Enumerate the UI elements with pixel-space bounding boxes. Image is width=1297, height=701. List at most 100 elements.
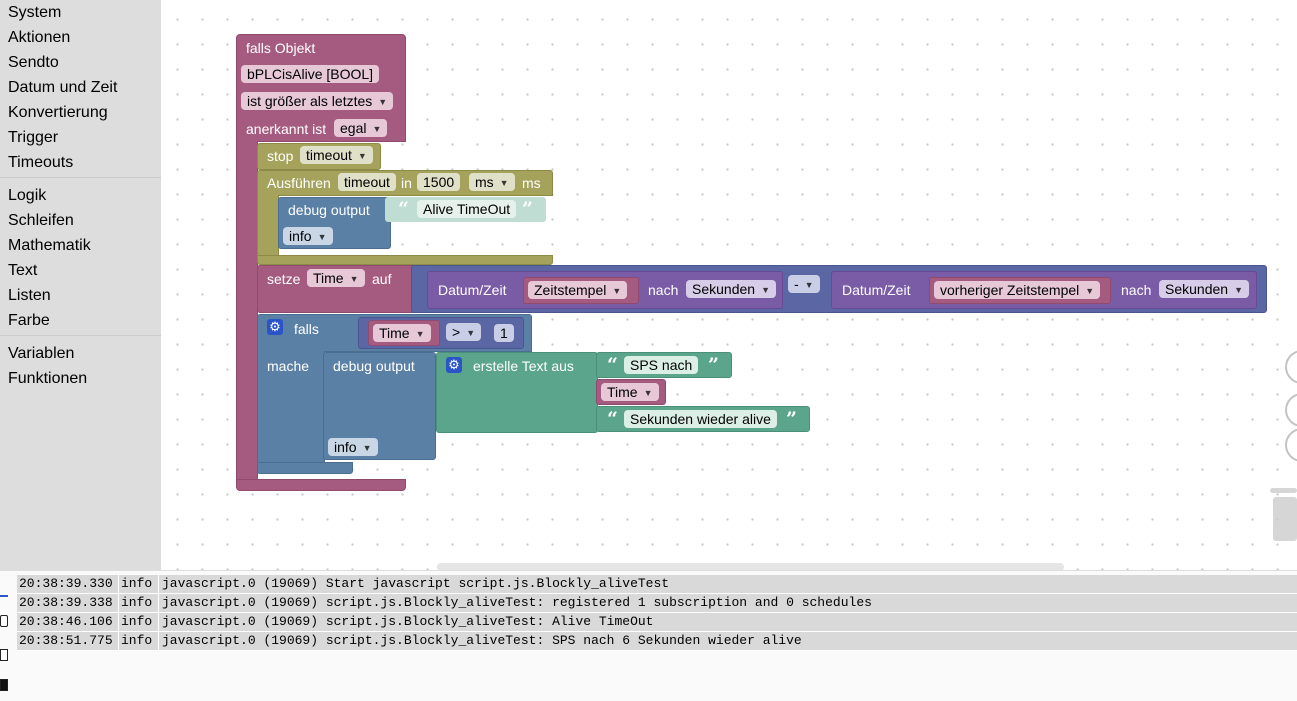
if-block-body [257, 351, 325, 466]
log-panel: 20:38:39.330 info javascript.0 (19069) S… [0, 570, 1297, 701]
set-variable-dropdown[interactable]: Time▼ [307, 269, 365, 287]
category-konvertierung[interactable]: Konvertierung [8, 104, 108, 121]
zoom-reset-icon[interactable] [1285, 350, 1297, 384]
workspace-horizontal-scrollbar[interactable] [437, 563, 1064, 571]
text-alive-timeout-field[interactable]: Alive TimeOut [417, 200, 517, 218]
category-schleifen[interactable]: Schleifen [8, 212, 74, 229]
log-time: 20:38:51.775 [19, 633, 113, 648]
log-level: info [118, 613, 152, 631]
datetime-left-after: nach [648, 282, 679, 298]
log-message: javascript.0 (19069) Start javascript sc… [158, 575, 669, 593]
math-operator-dropdown[interactable]: -▼ [788, 275, 820, 293]
log-pause-icon[interactable] [0, 679, 8, 691]
toolbox-separator [0, 177, 161, 178]
datetime-right-unit-dropdown[interactable]: Sekunden▼ [1159, 280, 1249, 298]
category-text[interactable]: Text [8, 262, 38, 279]
trigger-condition-dropdown[interactable]: ist größer als letztes▼ [241, 92, 394, 110]
set-label: setze [267, 271, 301, 287]
datetime-left-unit-dropdown[interactable]: Sekunden▼ [686, 280, 776, 298]
log-message: javascript.0 (19069) script.js.Blockly_a… [158, 632, 802, 650]
log-level: info [118, 575, 152, 593]
gear-icon[interactable]: ⚙ [267, 319, 283, 335]
blockly-workspace[interactable]: falls Objekt bPLCisAlive [BOOL] ist größ… [161, 0, 1297, 570]
join-text-block[interactable] [436, 352, 598, 433]
log-delete-icon[interactable] [0, 615, 8, 627]
close-quote-icon: ” [708, 354, 719, 376]
if-label: falls [294, 321, 319, 337]
open-quote-icon: “ [607, 408, 618, 430]
log-link-icon[interactable] [0, 585, 8, 597]
blockly-toolbox: System Aktionen Sendto Datum und Zeit Ko… [0, 0, 161, 570]
log-time: 20:38:46.106 [19, 614, 113, 629]
trigger-ack-dropdown[interactable]: egal▼ [334, 119, 388, 137]
timestamp-dropdown[interactable]: Zeitstempel▼ [528, 281, 628, 299]
category-system[interactable]: System [8, 4, 62, 21]
run-in-label: in [401, 175, 412, 191]
if-block-footer [257, 462, 353, 474]
trigger-ack-label: anerkannt ist [246, 121, 327, 137]
trigger-title: falls Objekt [246, 40, 316, 56]
compare-number-field[interactable]: 1 [494, 324, 514, 342]
log-message: javascript.0 (19069) script.js.Blockly_a… [158, 613, 653, 631]
category-mathematik[interactable]: Mathematik [8, 237, 91, 254]
run-timeout-name-field[interactable]: timeout [338, 173, 396, 191]
set-to-label: auf [372, 271, 392, 287]
log-row: 20:38:51.775 info javascript.0 (19069) s… [17, 632, 1297, 651]
run-label: Ausführen [267, 175, 331, 191]
join-variable-dropdown[interactable]: Time▼ [601, 383, 659, 401]
log-level: info [118, 632, 152, 650]
datetime-right-after: nach [1121, 282, 1152, 298]
log-time: 20:38:39.330 [19, 576, 113, 591]
run-timeout-spine [257, 195, 279, 257]
stop-timeout-dropdown[interactable]: timeout▼ [300, 146, 373, 164]
category-datum-und-zeit[interactable]: Datum und Zeit [8, 79, 118, 96]
log-row: 20:38:46.106 info javascript.0 (19069) s… [17, 613, 1297, 632]
debug1-level-dropdown[interactable]: info▼ [283, 227, 333, 245]
trigger-block-spine [236, 141, 258, 481]
category-funktionen[interactable]: Funktionen [8, 370, 88, 387]
category-sendto[interactable]: Sendto [8, 54, 59, 71]
gear-icon[interactable]: ⚙ [446, 357, 462, 373]
debug1-label: debug output [288, 202, 370, 218]
close-quote-icon: ” [522, 198, 533, 220]
toolbox-separator [0, 335, 161, 336]
run-unit-dropdown[interactable]: ms▼ [469, 173, 515, 191]
stop-label: stop [267, 148, 294, 164]
datetime-left-label: Datum/Zeit [438, 282, 507, 298]
category-variablen[interactable]: Variablen [8, 345, 75, 362]
join-text-label: erstelle Text aus [473, 358, 574, 374]
compare-variable-dropdown[interactable]: Time▼ [373, 324, 431, 342]
log-time: 20:38:39.338 [19, 595, 113, 610]
log-message: javascript.0 (19069) script.js.Blockly_a… [158, 594, 872, 612]
log-copy-icon[interactable] [0, 649, 8, 661]
category-aktionen[interactable]: Aktionen [8, 29, 71, 46]
open-quote-icon: “ [607, 354, 618, 376]
trigger-object-field[interactable]: bPLCisAlive [BOOL] [241, 65, 380, 83]
zoom-in-icon[interactable] [1285, 393, 1297, 427]
trigger-block-footer [236, 479, 406, 491]
trash-lid-icon [1270, 488, 1297, 493]
run-unit-suffix: ms [522, 175, 541, 191]
log-row: 20:38:39.330 info javascript.0 (19069) S… [17, 575, 1297, 594]
compare-operator-dropdown[interactable]: >▼ [446, 323, 482, 341]
text-sekunden-wieder-alive-field[interactable]: Sekunden wieder alive [624, 410, 777, 428]
open-quote-icon: “ [398, 198, 409, 220]
log-row: 20:38:39.338 info javascript.0 (19069) s… [17, 594, 1297, 613]
debug2-label: debug output [333, 358, 415, 374]
category-logik[interactable]: Logik [8, 187, 47, 204]
run-timeout-footer [257, 255, 553, 265]
trash-icon[interactable] [1273, 497, 1297, 541]
debug2-level-dropdown[interactable]: info▼ [328, 438, 378, 456]
category-timeouts[interactable]: Timeouts [8, 154, 74, 171]
log-level: info [118, 594, 152, 612]
category-listen[interactable]: Listen [8, 287, 51, 304]
if-do-label: mache [267, 358, 310, 374]
close-quote-icon: ” [786, 408, 797, 430]
previous-timestamp-dropdown[interactable]: vorheriger Zeitstempel▼ [934, 281, 1101, 299]
category-trigger[interactable]: Trigger [8, 129, 59, 146]
zoom-out-icon[interactable] [1285, 428, 1297, 462]
run-delay-field[interactable]: 1500 [417, 173, 461, 191]
category-farbe[interactable]: Farbe [8, 312, 50, 329]
datetime-right-label: Datum/Zeit [842, 282, 911, 298]
text-sps-nach-field[interactable]: SPS nach [624, 356, 699, 374]
